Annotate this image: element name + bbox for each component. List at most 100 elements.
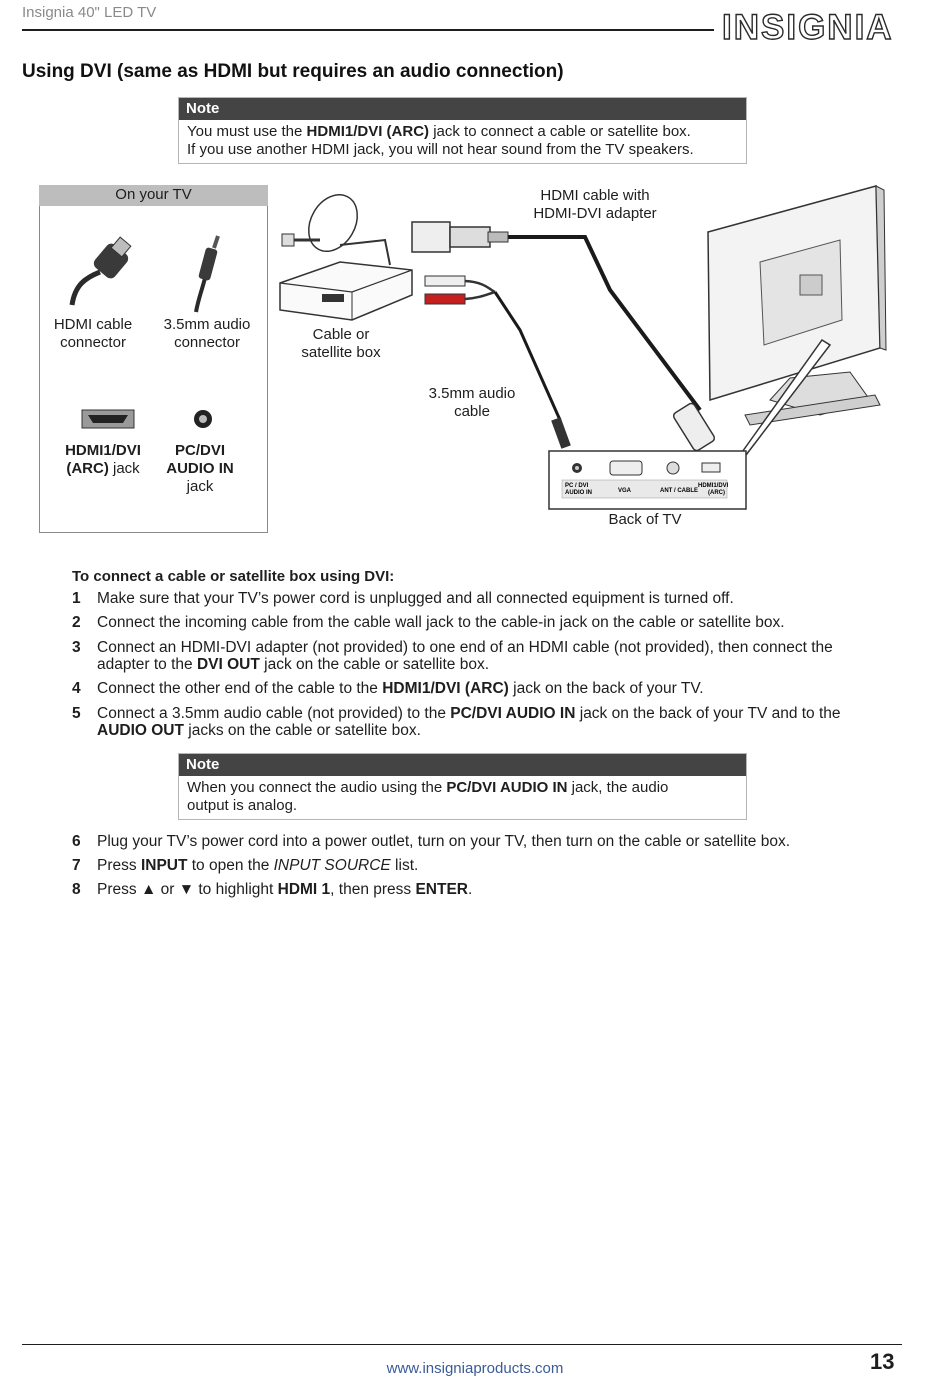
footer-rule	[22, 1344, 902, 1345]
step-text-part: Connect an HDMI-DVI adapter (not provide…	[97, 639, 833, 656]
audio-jack-icon	[194, 410, 212, 428]
step-item: 6 Plug your TV’s power cord into a power…	[72, 833, 902, 850]
down-arrow-icon: ▼	[178, 881, 195, 898]
header-title: Insignia 40" LED TV	[22, 4, 157, 21]
label-line: connector	[60, 334, 126, 351]
label-line: 3.5mm audio	[163, 316, 251, 333]
step-number: 5	[72, 705, 81, 722]
note-text-line: If you use another HDMI jack, you will n…	[187, 141, 694, 158]
audio-plug-icon	[194, 235, 220, 313]
back-panel-ports	[561, 460, 728, 499]
step-text: Connect an HDMI-DVI adapter (not provide…	[97, 639, 902, 673]
footer-url-link[interactable]: www.insigniaproducts.com	[386, 1360, 564, 1377]
step-text-part: Press	[97, 857, 141, 874]
step-item: 5 Connect a 3.5mm audio cable (not provi…	[72, 705, 902, 739]
step-text-part: Connect a 3.5mm audio cable (not provide…	[97, 705, 451, 722]
step-text-part: Connect the other end of the cable to th…	[97, 680, 383, 697]
label-line: jack	[108, 460, 140, 477]
note-box-1: Note You must use the HDMI1/DVI (ARC) ja…	[178, 97, 747, 164]
step-number: 2	[72, 614, 81, 631]
step-text-bold: HDMI 1	[277, 881, 331, 898]
label-line: AUDIO IN	[166, 460, 234, 477]
step-text-part: Press	[97, 881, 141, 898]
on-your-tv-panel	[39, 206, 268, 533]
cable-box-label: Cable or satellite box	[286, 326, 396, 362]
port-label: PC / DVI	[565, 483, 589, 489]
port-label-ant: ANT / CABLE	[660, 488, 698, 494]
connection-diagram: PC / DVI AUDIO IN VGA ANT / CABLE HDMI1/…	[69, 185, 887, 510]
step-text-part: jack on the back of your TV and to the	[575, 705, 841, 722]
note-text-bold: HDMI1/DVI (ARC)	[306, 123, 430, 140]
label-line: HDMI cable with	[540, 187, 650, 204]
note-text: When you connect the audio using the PC/…	[179, 776, 746, 819]
step-item: 7 Press INPUT to open the INPUT SOURCE l…	[72, 857, 902, 874]
step-text: Plug your TV’s power cord into a power o…	[97, 833, 791, 850]
insignia-logo: INSIGNIA	[721, 7, 894, 47]
header-rule	[22, 29, 714, 31]
note-text-part: You must use the	[187, 123, 307, 140]
step-text-part: jacks on the cable or satellite box.	[183, 722, 421, 739]
step-text-part: jack on the cable or satellite box.	[259, 656, 490, 673]
cable-box-icon	[279, 261, 413, 321]
step-text-bold: AUDIO OUT	[97, 722, 184, 739]
note-box-2: Note When you connect the audio using th…	[178, 753, 747, 820]
step-text: Connect a 3.5mm audio cable (not provide…	[97, 705, 902, 739]
port-label: AUDIO IN	[565, 490, 592, 496]
label-line: cable	[454, 403, 490, 420]
hdmi-cable-label: HDMI cable with HDMI-DVI adapter	[510, 187, 680, 223]
step-text-part: adapter to the	[97, 656, 197, 673]
port-label-vga: VGA	[618, 488, 632, 494]
note-label: Note	[179, 98, 746, 120]
hdmi-connector-label: HDMI cable connector	[40, 316, 146, 352]
up-arrow-icon: ▲	[140, 881, 157, 898]
label-line: (ARC)	[66, 460, 109, 477]
hdmi-dvi-cable	[411, 221, 716, 452]
label-line: Cable or	[312, 326, 370, 343]
step-item: 1 Make sure that your TV’s power cord is…	[72, 590, 902, 607]
step-text-bold: PC/DVI AUDIO IN	[450, 705, 576, 722]
step-text-bold: HDMI1/DVI (ARC)	[382, 680, 509, 697]
satellite-dish-icon	[281, 194, 391, 266]
panel-title: On your TV	[39, 185, 268, 206]
note-label: Note	[179, 754, 746, 776]
label-line: connector	[174, 334, 240, 351]
page-number: 13	[870, 1349, 895, 1374]
step-text-part: jack on the back of your TV.	[508, 680, 704, 697]
step-text-bold: ENTER	[415, 881, 469, 898]
tv-back-icon	[707, 185, 887, 426]
step-text: Connect the other end of the cable to th…	[97, 680, 902, 697]
audio-cable-label: 3.5mm audio cable	[412, 385, 532, 421]
note-text-line: output is analog.	[187, 797, 298, 814]
step-number: 6	[72, 833, 81, 850]
step-text-part: or	[156, 881, 179, 898]
step-item: 2 Connect the incoming cable from the ca…	[72, 614, 902, 631]
hdmi-jack-icon	[81, 409, 135, 429]
step-number: 8	[72, 881, 81, 898]
step-item: 3 Connect an HDMI-DVI adapter (not provi…	[72, 639, 902, 673]
step-text-part: .	[468, 881, 473, 898]
audio-jack-label: PC/DVI AUDIO IN jack	[150, 442, 250, 496]
step-item: 4 Connect the other end of the cable to …	[72, 680, 902, 697]
section-title: Using DVI (same as HDMI but requires an …	[22, 61, 564, 82]
hdmi-jack-label: HDMI1/DVI (ARC) jack	[48, 442, 158, 478]
step-number: 1	[72, 590, 81, 607]
label-line: HDMI-DVI adapter	[533, 205, 657, 222]
port-label: HDMI1/DVI	[698, 483, 729, 489]
step-text-part: , then press	[330, 881, 416, 898]
label-line: HDMI1/DVI	[65, 442, 141, 459]
step-number: 7	[72, 857, 81, 874]
port-label: (ARC)	[708, 490, 725, 496]
step-text: Press ▲ or ▼ to highlight HDMI 1, then p…	[97, 881, 902, 898]
note-text: You must use the HDMI1/DVI (ARC) jack to…	[179, 120, 746, 163]
step-item: 8 Press ▲ or ▼ to highlight HDMI 1, then…	[72, 881, 902, 898]
step-text-bold: DVI OUT	[196, 656, 260, 673]
step-text-bold: INPUT	[140, 857, 188, 874]
step-text-part: list.	[390, 857, 419, 874]
step-number: 4	[72, 680, 81, 697]
step-text: Connect the incoming cable from the cabl…	[97, 614, 785, 631]
note-text-bold: PC/DVI AUDIO IN	[446, 779, 568, 796]
label-line: satellite box	[301, 344, 381, 361]
label-line: 3.5mm audio	[428, 385, 516, 402]
note-text-part: jack to connect a cable or satellite box…	[429, 123, 691, 140]
step-text-part: to highlight	[194, 881, 278, 898]
